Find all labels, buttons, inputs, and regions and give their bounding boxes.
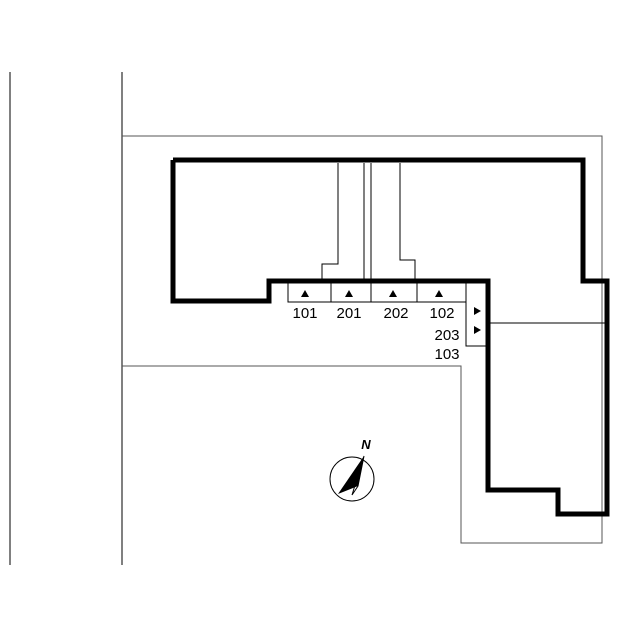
entrance-arrow-201 xyxy=(345,290,353,297)
stair-right xyxy=(399,163,416,281)
entrance-arrow-102 xyxy=(435,290,443,297)
unit-label-202: 202 xyxy=(383,305,408,322)
building-outline xyxy=(170,157,610,517)
unit-label-102: 102 xyxy=(429,305,454,322)
compass-needle xyxy=(338,456,364,494)
compass-circle xyxy=(329,456,375,502)
site-boundary xyxy=(122,135,603,544)
stair-left xyxy=(321,163,339,281)
compass-needle-outline xyxy=(351,455,365,496)
unit-label-101: 101 xyxy=(292,305,317,322)
side-entrance-strip xyxy=(465,283,487,347)
unit-label-203: 203 xyxy=(434,327,459,344)
entrance-arrow-203 xyxy=(474,307,481,315)
entrance-arrow-101 xyxy=(301,290,309,297)
unit-label-103: 103 xyxy=(434,346,459,363)
compass-north-label: N xyxy=(361,437,371,452)
entrance-arrow-202 xyxy=(389,290,397,297)
unit-label-201: 201 xyxy=(336,305,361,322)
compass: N xyxy=(329,437,375,502)
entrance-arrow-103 xyxy=(474,326,481,334)
